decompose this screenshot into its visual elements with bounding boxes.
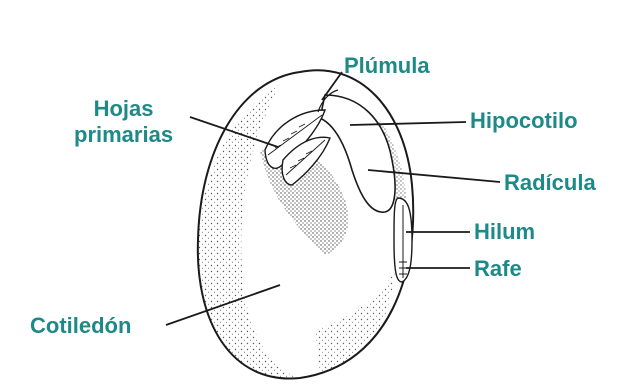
label-rafe: Rafe [474,258,522,280]
label-plumula: Plúmula [344,55,430,77]
label-hipocotilo: Hipocotilo [470,110,578,132]
label-hilum: Hilum [474,221,535,243]
hilum-raphe [394,198,412,282]
label-cotiledon: Cotiledón [30,315,131,337]
label-hojas-primarias-line2: primarias [74,122,173,148]
label-hojas-primarias-line1: Hojas [74,96,173,122]
label-radicula: Radícula [504,172,596,194]
label-hojas-primarias: Hojas primarias [74,96,173,148]
